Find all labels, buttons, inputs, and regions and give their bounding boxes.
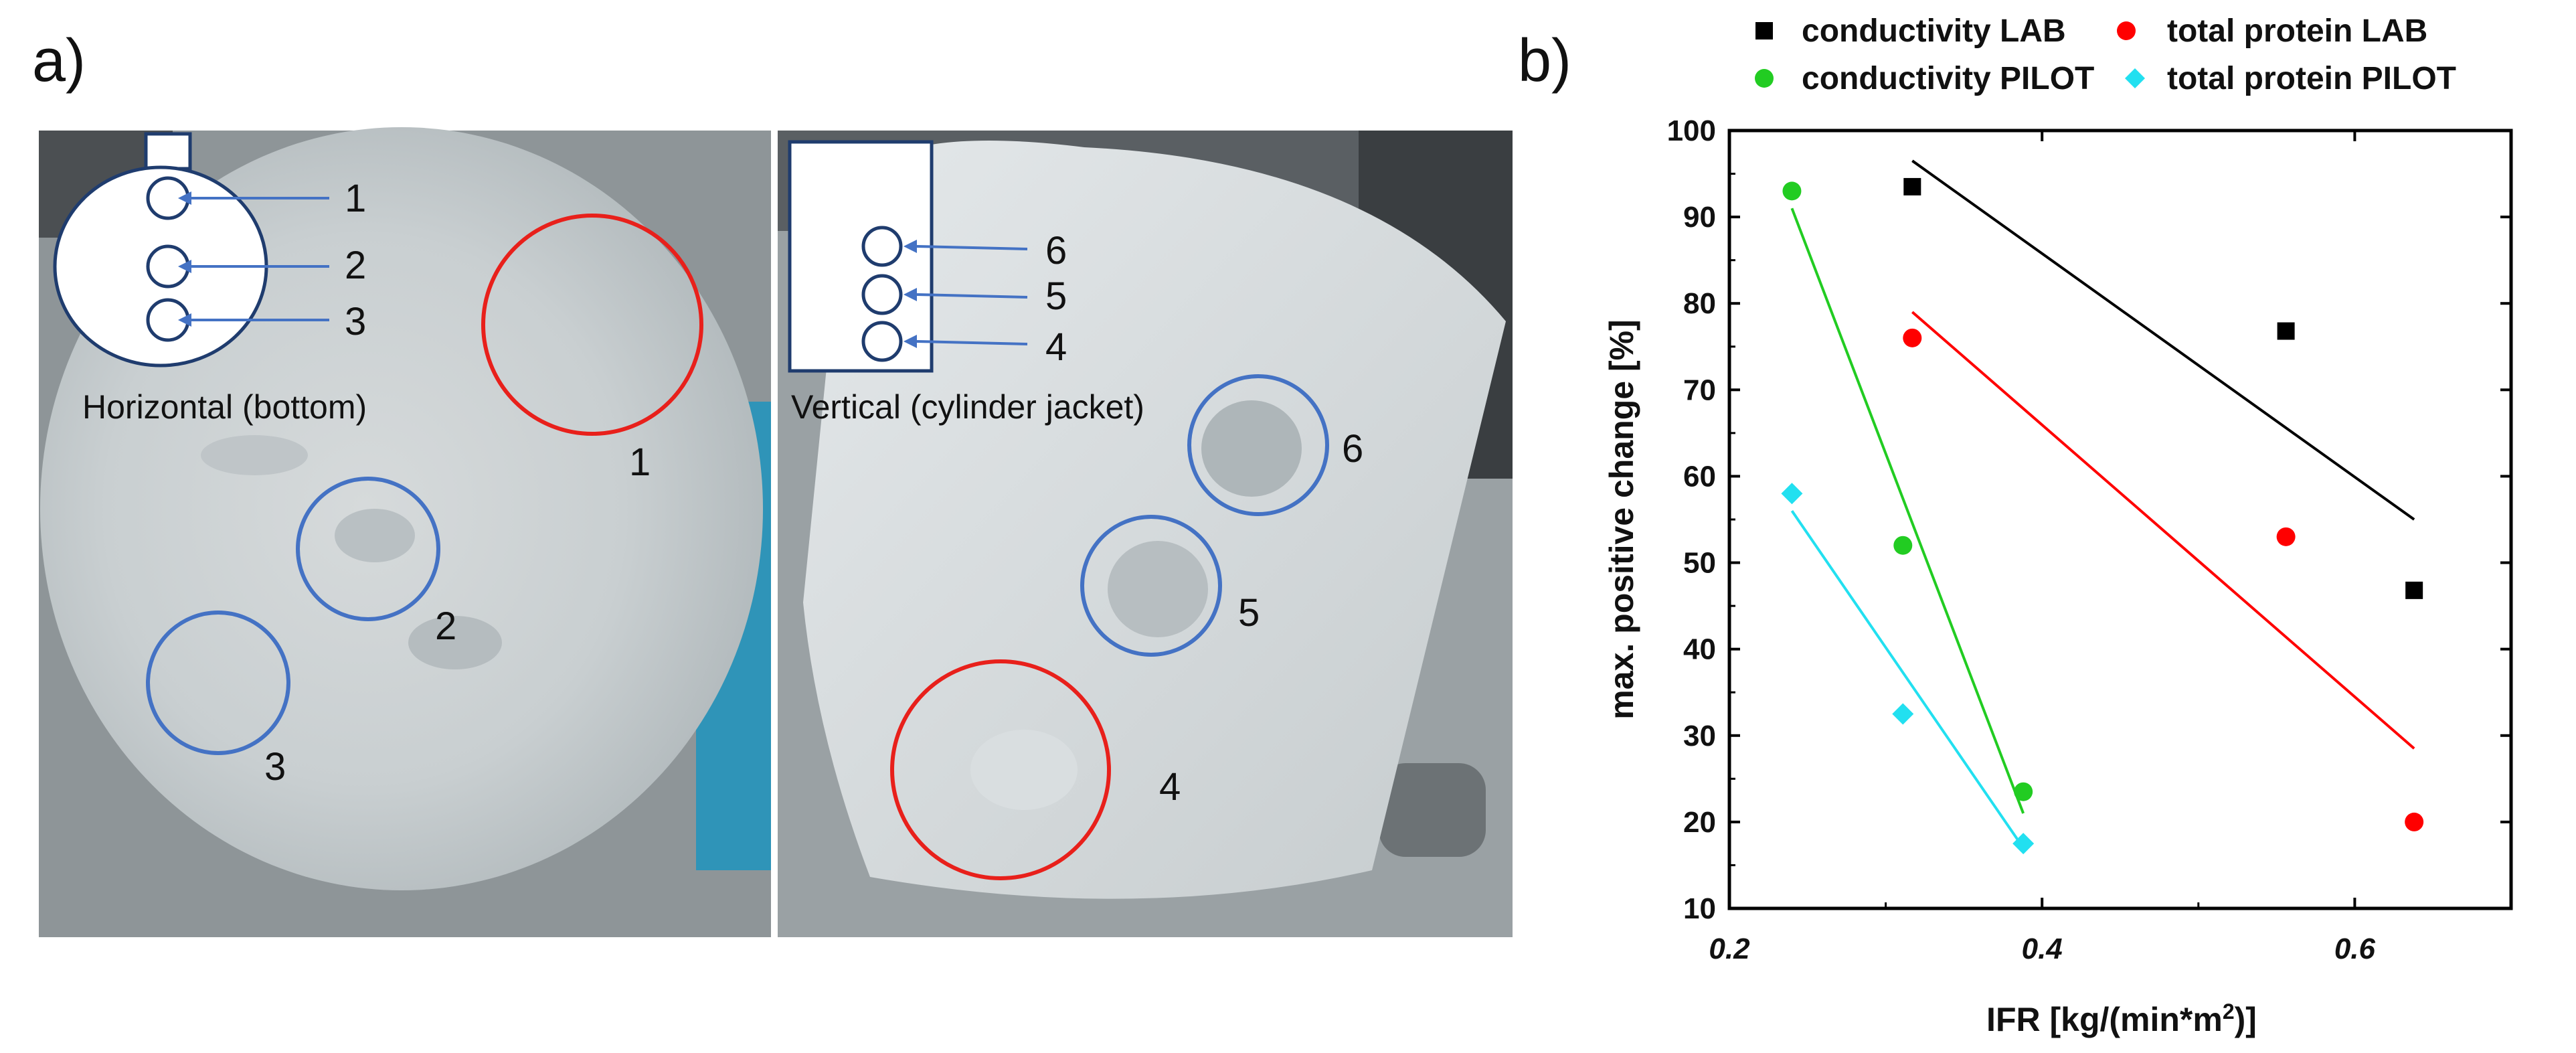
marker-circle-1	[481, 214, 703, 436]
y-tick-label: 100	[1667, 114, 1716, 147]
fit-line-conductivity-pilot	[1790, 208, 2025, 814]
data-point-conductivity-pilot	[1893, 536, 1913, 555]
schematic-label-5: 5	[1045, 274, 1067, 318]
data-point-conductivity-lab	[2405, 581, 2423, 599]
data-points	[1781, 177, 2424, 855]
y-axis-label: max. positive change [%]	[1603, 319, 1640, 719]
y-tick-label: 10	[1683, 892, 1716, 925]
y-tick-label: 50	[1683, 547, 1716, 580]
legend-label-total-protein-pilot: total protein PILOT	[2167, 61, 2456, 96]
y-tick-label: 40	[1683, 633, 1716, 666]
ice-cylinder	[803, 141, 1506, 899]
x-axis-label-main: IFR [kg/(min*m	[1986, 1001, 2223, 1038]
legend-label-total-protein-lab: total protein LAB	[2167, 13, 2427, 49]
schematic-label-6: 6	[1045, 229, 1067, 272]
y-tick-label: 20	[1683, 806, 1716, 839]
x-axis: 0.2 0.4 0.6	[1709, 131, 2512, 965]
panel-a-label: a)	[32, 27, 86, 94]
legend: conductivity LAB total protein LAB condu…	[1755, 13, 2456, 96]
y-axis: 10 20 30 40 50 60 70 80 90 100	[1667, 114, 2511, 925]
x-axis-label-end: )]	[2235, 1001, 2257, 1038]
marker-circle-2	[296, 477, 440, 621]
schematic-horizontal	[53, 132, 329, 368]
fit-lines	[1790, 159, 2415, 849]
marker-number-5: 5	[1238, 591, 1260, 635]
data-point-total-protein-pilot	[1781, 483, 1803, 505]
schematic-label-3: 3	[345, 300, 366, 343]
marker-number-2: 2	[435, 604, 456, 648]
data-point-total-protein-lab	[2405, 812, 2424, 831]
data-point-total-protein-pilot	[1892, 703, 1914, 725]
photo-panel-a: 1 2 3 1 2 3 Horizontal (bottom) 6 5 4	[39, 127, 1513, 937]
fit-line-total-protein-lab	[1911, 311, 2415, 750]
marker-number-3: 3	[264, 745, 286, 789]
marker-circle-5	[1080, 515, 1222, 657]
marker-circle-4	[890, 659, 1111, 880]
legend-marker-total-protein-lab	[2117, 21, 2136, 40]
schematic-label-4: 4	[1045, 325, 1067, 369]
plot-frame	[1727, 129, 2513, 910]
schematic-label-1: 1	[345, 177, 366, 220]
y-tick-label: 30	[1683, 720, 1716, 752]
data-point-total-protein-lab	[1903, 328, 1922, 347]
legend-marker-conductivity-lab	[1755, 22, 1773, 39]
y-tick-label: 60	[1683, 460, 1716, 493]
legend-label-conductivity-lab: conductivity LAB	[1802, 13, 2066, 49]
caption-vertical: Vertical (cylinder jacket)	[791, 388, 1144, 426]
legend-label-conductivity-pilot: conductivity PILOT	[1802, 61, 2094, 96]
data-point-conductivity-pilot	[1782, 181, 1802, 201]
panel-b-label: b)	[1518, 27, 1572, 94]
x-axis-label-sup: 2	[2223, 999, 2235, 1024]
data-point-conductivity-lab	[1903, 177, 1921, 195]
marker-number-4: 4	[1159, 765, 1181, 809]
data-point-conductivity-pilot	[2014, 782, 2033, 801]
fit-line-total-protein-pilot	[1790, 509, 2025, 849]
y-tick-label: 80	[1683, 287, 1716, 320]
data-point-total-protein-lab	[2276, 527, 2296, 546]
schematic-vertical	[788, 140, 1028, 373]
x-tick-label: 0.6	[2334, 933, 2376, 965]
caption-horizontal: Horizontal (bottom)	[82, 388, 367, 426]
legend-marker-total-protein-pilot	[2125, 68, 2145, 88]
x-axis-label: IFR [kg/(min*m2)]	[1986, 999, 2257, 1038]
data-point-conductivity-lab	[2277, 322, 2295, 340]
marker-number-6: 6	[1342, 427, 1363, 471]
marker-number-1: 1	[629, 440, 651, 484]
fit-line-conductivity-lab	[1911, 159, 2415, 521]
schematic-label-2: 2	[345, 244, 366, 287]
y-tick-label: 70	[1683, 374, 1716, 406]
marker-circle-6	[1187, 374, 1329, 516]
data-point-total-protein-pilot	[2012, 833, 2035, 855]
y-tick-label: 90	[1683, 201, 1716, 234]
marker-circle-3	[146, 611, 290, 755]
x-tick-label: 0.2	[1709, 933, 1750, 965]
legend-marker-conductivity-pilot	[1755, 69, 1774, 88]
x-tick-label: 0.4	[2022, 933, 2063, 965]
